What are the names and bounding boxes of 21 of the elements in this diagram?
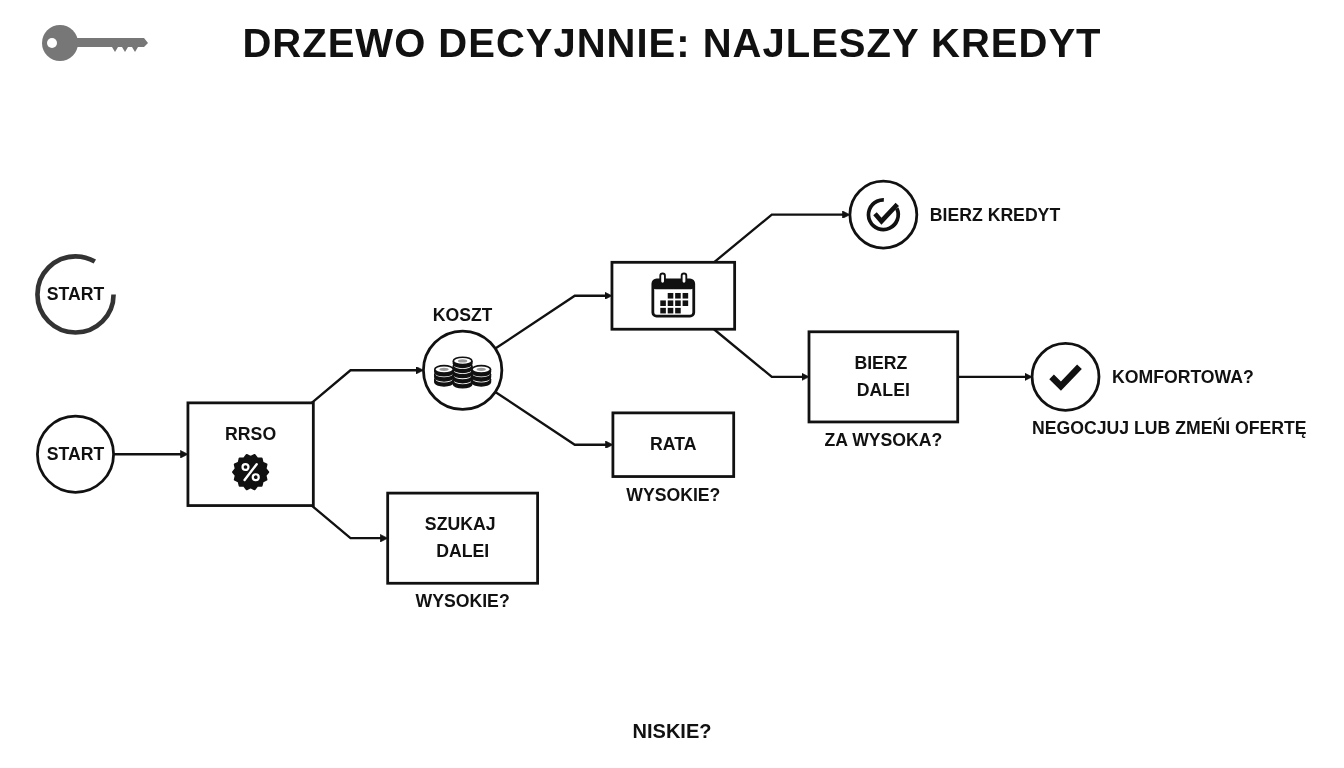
node-circle	[1030, 342, 1101, 412]
node-box: RRSO	[186, 401, 315, 507]
node-caption: NEGOCJUJ LUB ZMEŃI OFERTĘ	[1032, 418, 1307, 439]
condition-label: NISKIE?	[632, 719, 712, 743]
node-circle: START	[35, 254, 116, 335]
node-caption: BIERZ KREDYT	[929, 204, 1061, 225]
node-box	[610, 260, 737, 331]
node-label: KOSZT	[432, 305, 493, 325]
node-caption: KOMFORTOWA?	[1112, 366, 1254, 387]
arrow	[310, 366, 424, 404]
node-box: BIERZ DALEI	[807, 330, 960, 424]
node-box: SZUKAJ DALEI	[386, 491, 539, 585]
node-circle	[422, 329, 504, 411]
node-caption: ZA WYSOKA?	[824, 430, 943, 451]
diagram-title: DRZEWO DECYJNNIE: NAJLESZY KREDYT	[241, 20, 1103, 66]
node-circle: START	[36, 414, 115, 494]
node-box: RATA	[611, 411, 736, 478]
node-caption: WYSOKIE?	[415, 591, 510, 612]
node-caption: WYSOKIE?	[626, 484, 721, 505]
node-circle	[848, 179, 919, 250]
arrow	[957, 372, 1033, 381]
